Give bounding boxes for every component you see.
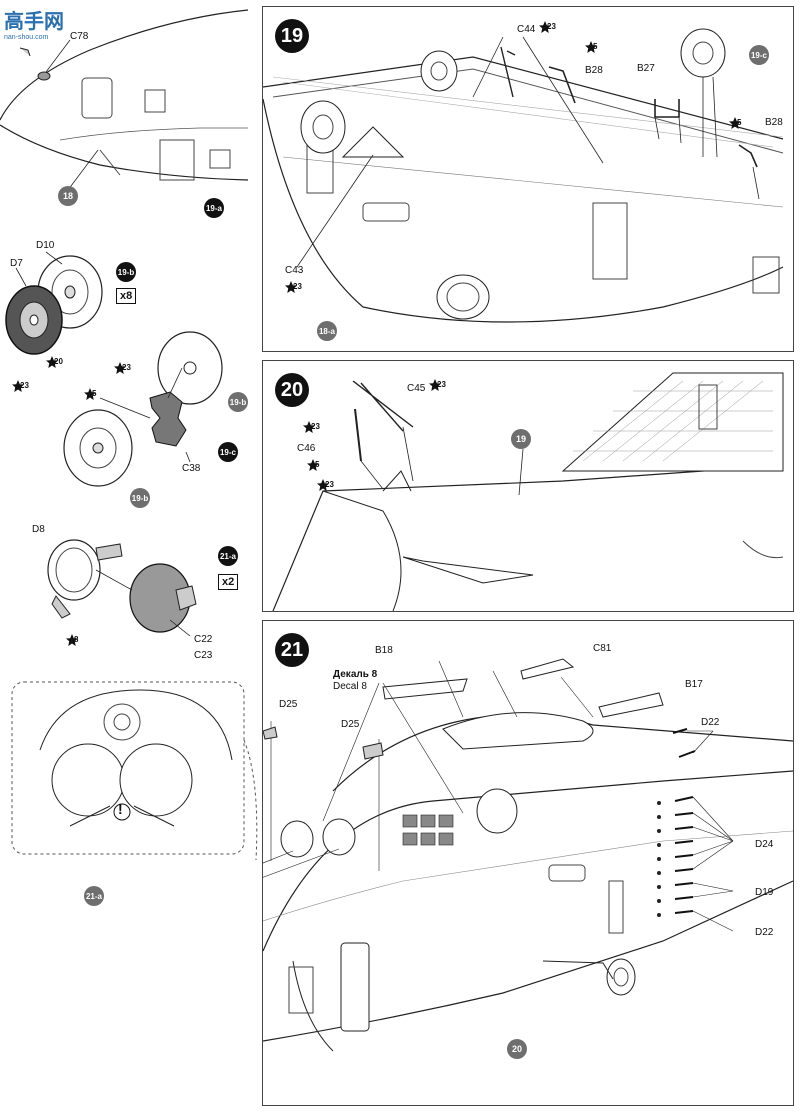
color-star-23g: 23 [317,479,339,493]
attention-mark: ! [118,801,123,817]
step-21-number: 21 [275,633,309,667]
color-star-5c: 5 [729,117,751,131]
color-star-20: 20 [46,356,68,370]
decal-label-ru: Декаль 8 [333,669,378,680]
multiplier-x8: x8 [116,288,137,304]
color-star-23f: 23 [303,421,325,435]
color-star-23b: 23 [114,362,136,376]
part-c81-label: C81 [593,643,612,654]
part-d19-label: D19 [755,887,774,898]
part-c23-label: C23 [194,650,213,661]
color-star-5b: 5 [585,41,607,55]
ref-21a-badge: 21-a [84,886,104,906]
step-21-panel: 21 B18 C81 B17 Декаль 8 Decal 8 D25 D25 … [262,620,794,1106]
ref-19b-badge-a: 19-b [228,392,248,412]
ref-19c-badge: 19-c [749,45,769,65]
part-d24-label: D24 [755,839,774,850]
part-d25-label-b: D25 [341,719,360,730]
part-d25-label-a: D25 [279,699,298,710]
step-19-drawing [263,28,784,323]
step-19a-badge: 19-a [204,198,224,218]
part-d10-label: D10 [36,240,55,251]
part-b28-label-a: B28 [585,65,603,76]
part-c43-label: C43 [285,265,304,276]
nose-section-drawing [0,9,249,191]
wheel-assembly-drawings [5,251,258,861]
color-star-23e: 23 [429,379,451,393]
part-d7-label: D7 [10,258,23,269]
watermark-url: nan-shou.com [4,34,49,41]
part-b18-label: B18 [375,645,393,656]
ref-20-badge: 20 [507,1039,527,1059]
part-c38-label: C38 [182,463,201,474]
step-19-panel: 19 C44 23 5 B28 B27 19-c 5 B28 C43 23 18… [262,6,794,352]
multiplier-x2: x2 [218,574,239,590]
part-b27-label: B27 [637,63,655,74]
step-20-number: 20 [275,373,309,407]
color-star-5a: 5 [84,388,106,402]
decal-label-en: Decal 8 [333,681,367,692]
ref-19b-badge-b: 19-b [130,488,150,508]
color-star-23a: 23 [12,380,34,394]
step-19-number: 19 [275,19,309,53]
ref-19-badge: 19 [511,429,531,449]
color-star-23c: 23 [539,21,561,35]
part-c45-label: C45 [407,383,426,394]
color-star-5d: 5 [307,459,329,473]
color-star-8: 8 [66,634,88,648]
step-19c-badge: 19-c [218,442,238,462]
watermark-logo: 高手网 [4,8,74,43]
step-21-drawing [263,658,793,1052]
part-d8-label: D8 [32,524,45,535]
part-c44-label: C44 [517,24,536,35]
part-c22-label: C22 [194,634,213,645]
step-20-drawing [272,372,784,611]
step-19b-badge: 19-b [116,262,136,282]
part-c46-label: C46 [297,443,316,454]
step-21a-badge: 21-a [218,546,238,566]
ref-18a-badge: 18-a [317,321,337,341]
part-c78-label: C78 [70,31,89,42]
part-d22-label-b: D22 [755,927,774,938]
step-20-panel: 20 C45 23 23 C46 5 23 19 [262,360,794,612]
svg-text:高手网: 高手网 [4,9,64,33]
color-star-23d: 23 [285,281,307,295]
part-b17-label: B17 [685,679,703,690]
part-b28-label-b: B28 [765,117,783,128]
ref-18-badge: 18 [58,186,78,206]
part-d22-label-a: D22 [701,717,720,728]
